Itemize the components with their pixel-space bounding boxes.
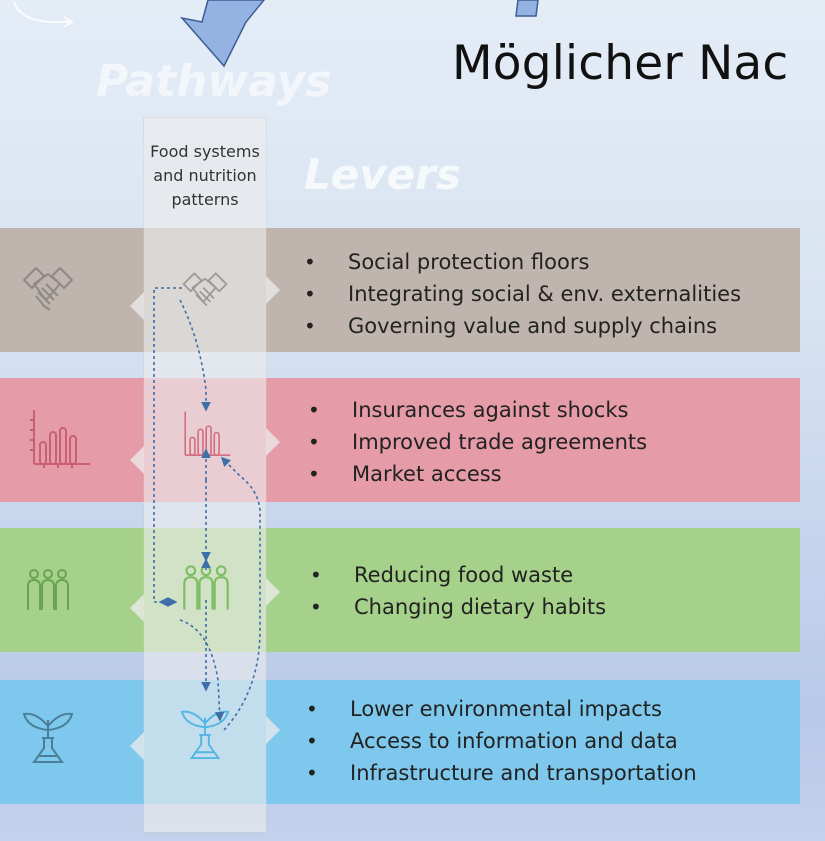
column-notch-left — [130, 594, 144, 622]
people-group-icon — [183, 565, 229, 610]
column-notch-left — [130, 732, 144, 760]
slide-title: Möglicher Nac — [452, 36, 789, 91]
column-notch-left — [130, 292, 144, 320]
levers-list-env: Lower environmental impacts Access to in… — [306, 693, 697, 789]
cycle-arrow-decoration — [13, 1, 74, 28]
column-header-line: patterns — [171, 190, 239, 209]
pathway-column — [144, 118, 266, 832]
plant-flask-icon — [180, 710, 230, 759]
lever-item: Changing dietary habits — [310, 591, 606, 623]
levers-list-market: Insurances against shocks Improved trade… — [308, 394, 647, 490]
down-arrow-shape — [179, 0, 265, 68]
pathway-connectors — [153, 287, 261, 731]
bar-chart-icon — [184, 411, 231, 456]
handshake-icon — [23, 267, 73, 311]
lever-item: Governing value and supply chains — [304, 310, 741, 342]
lever-item: Reducing food waste — [310, 559, 606, 591]
partial-arrow-shape — [515, 0, 539, 17]
lever-item: Market access — [308, 458, 647, 490]
lever-item: Lower environmental impacts — [306, 693, 697, 725]
levers-label: Levers — [304, 150, 461, 199]
lever-item: Access to information and data — [306, 725, 697, 757]
column-header-line: and nutrition — [153, 166, 257, 185]
lever-item: Social protection floors — [304, 246, 741, 278]
people-group-icon — [27, 569, 69, 610]
column-notch-right — [266, 578, 280, 606]
lever-item: Integrating social & env. externalities — [304, 278, 741, 310]
column-notch-right — [266, 716, 280, 744]
lever-item: Infrastructure and transportation — [306, 757, 697, 789]
column-header-line: Food systems — [150, 142, 260, 161]
column-notch-right — [266, 276, 280, 304]
levers-list-social: Social protection floors Integrating soc… — [304, 246, 741, 342]
column-notch-left — [130, 446, 144, 474]
handshake-icon — [182, 272, 228, 307]
column-notch-right — [266, 428, 280, 456]
lever-item: Improved trade agreements — [308, 426, 647, 458]
levers-list-waste: Reducing food waste Changing dietary hab… — [310, 559, 606, 623]
column-header: Food systems and nutrition patterns — [138, 140, 272, 212]
lever-item: Insurances against shocks — [308, 394, 647, 426]
bar-chart-icon — [30, 410, 90, 468]
pathways-label: Pathways — [96, 56, 332, 107]
plant-flask-icon — [22, 712, 74, 763]
